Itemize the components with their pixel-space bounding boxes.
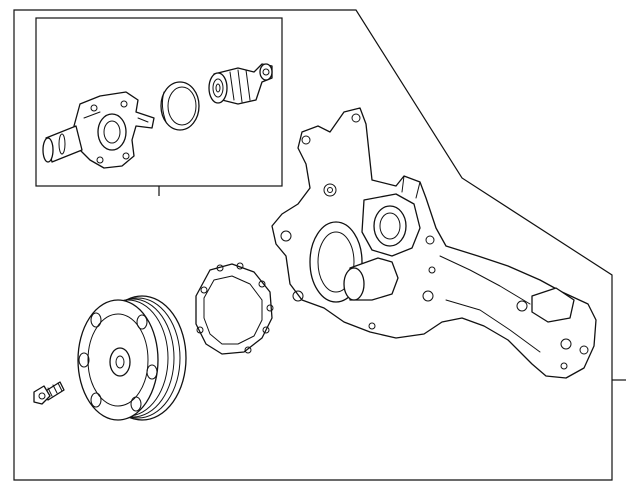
pulley-icon <box>77 295 187 421</box>
pump-gasket-icon <box>195 262 274 355</box>
o-ring-seal-icon <box>160 81 200 131</box>
thermostat-housing-icon <box>42 91 155 169</box>
thermostat-icon <box>208 63 273 105</box>
water-pump-housing-icon <box>271 107 597 379</box>
bolt-icon <box>33 381 65 405</box>
assembly-frame <box>13 9 613 481</box>
